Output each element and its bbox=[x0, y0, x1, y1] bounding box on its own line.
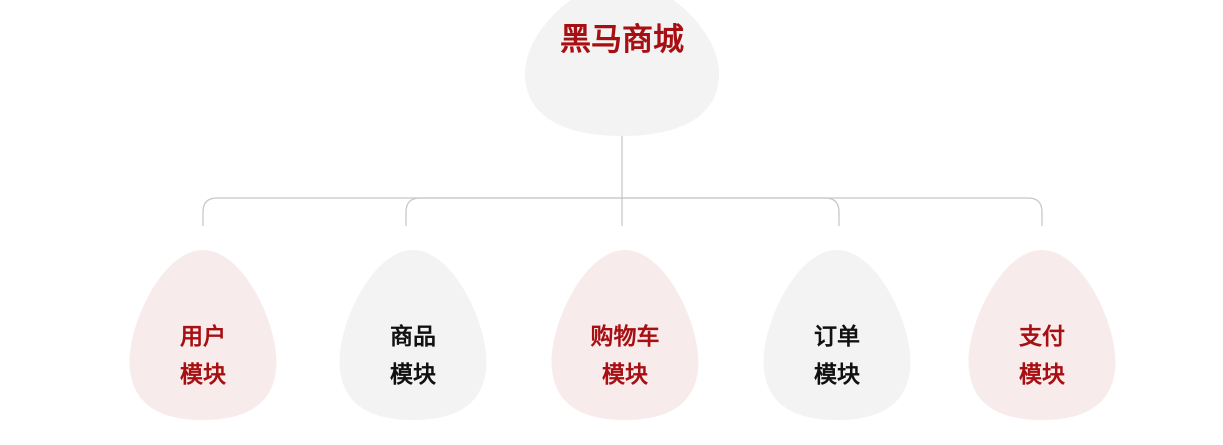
module-label-line1: 用户 bbox=[180, 323, 226, 350]
module-node-shape bbox=[763, 250, 911, 420]
module-node-payment: 支付 模块 bbox=[968, 250, 1116, 420]
root-node-label: 黑马商城 bbox=[560, 22, 684, 58]
module-node-shape bbox=[551, 250, 699, 420]
module-node-user: 用户 模块 bbox=[129, 250, 277, 420]
module-node-product: 商品 模块 bbox=[339, 250, 487, 420]
module-label-line1: 商品 bbox=[390, 323, 436, 350]
module-node-shape bbox=[339, 250, 487, 420]
connector-bar-inner bbox=[405, 197, 840, 226]
module-label-line2: 模块 bbox=[1019, 362, 1065, 388]
module-label-line2: 模块 bbox=[390, 362, 436, 388]
connector-lines bbox=[202, 136, 1043, 226]
root-node: 黑马商城 bbox=[524, 0, 720, 136]
root-node-shape bbox=[524, 0, 720, 136]
module-label-line2: 模块 bbox=[814, 362, 860, 388]
module-label-line1: 订单 bbox=[814, 324, 860, 350]
module-node-shape bbox=[129, 250, 277, 420]
module-label-line1: 购物车 bbox=[591, 323, 660, 350]
module-label-line1: 支付 bbox=[1018, 324, 1065, 350]
module-label-line2: 模块 bbox=[180, 362, 226, 388]
module-node-order: 订单 模块 bbox=[763, 250, 911, 420]
module-label-line2: 模块 bbox=[602, 362, 648, 388]
module-node-cart: 购物车 模块 bbox=[551, 250, 699, 420]
module-node-shape bbox=[968, 250, 1116, 420]
